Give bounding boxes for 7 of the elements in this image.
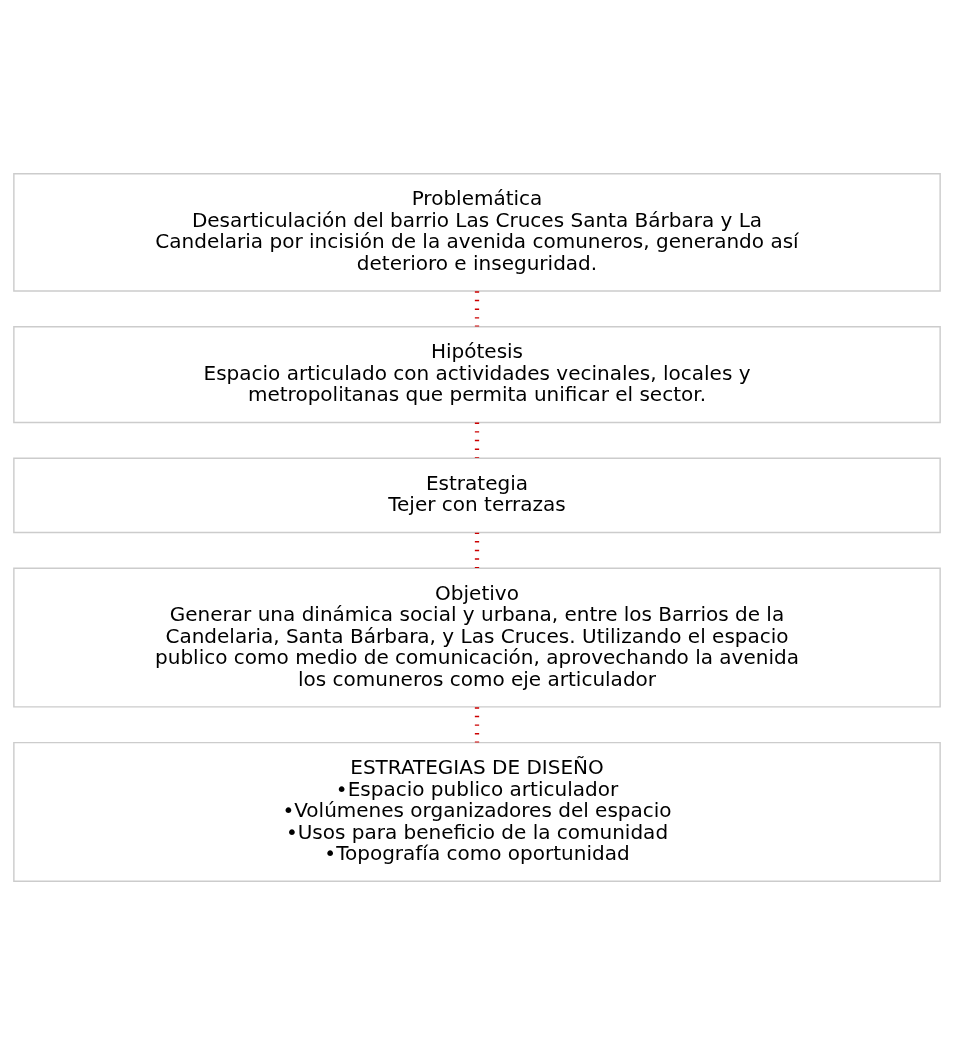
node-box: ESTRATEGIAS DE DISEÑO •Espacio publico articulador •Volúmenes organizadores del espacio •Usos para beneficio de la comunidad •Topografía como oportunidad	[13, 741, 941, 882]
node-box: Objetivo Generar una dinámica social y urbana, entre los Barrios de la Candelaria, Santa Bárbara, y Las Cruces. Utilizando el espacio publico como medio de comunicación, aprovechando la avenida los comuneros como eje articulador	[13, 567, 941, 708]
node-box: Hipótesis Espacio articulado con actividades vecinales, locales y metropolitanas que permita unificar el sector.	[13, 325, 941, 424]
node-box: Problemática Desarticulación del barrio Las Cruces Santa Bárbara y La Candelaria por incisión de la avenida comuneros, generando así deterioro e inseguridad.	[13, 173, 941, 292]
node-box: Estrategia Tejer con terrazas	[13, 457, 941, 534]
connector	[474, 422, 480, 458]
connector	[474, 532, 480, 568]
